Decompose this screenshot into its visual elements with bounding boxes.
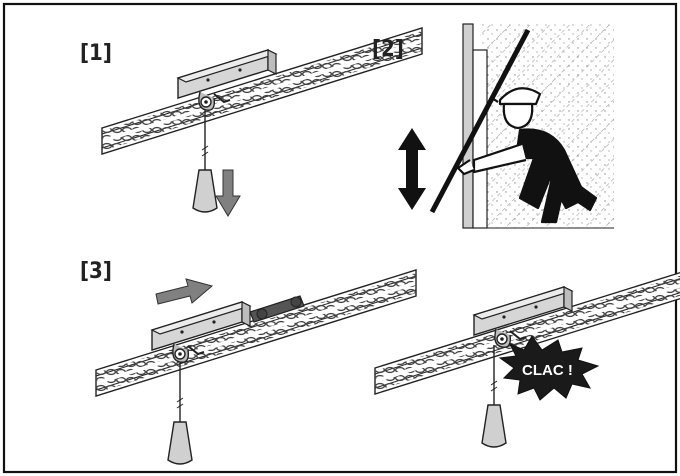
step-label-2: [2] xyxy=(372,37,404,62)
worker-icon xyxy=(429,28,598,224)
double-arrow-icon xyxy=(398,128,426,210)
clac-text: CLAC ! xyxy=(522,362,573,379)
panel-step-3: [3] xyxy=(80,259,417,465)
arrow-right-icon xyxy=(155,278,214,305)
panel-step-2: [2] xyxy=(372,23,614,229)
arrow-down-icon xyxy=(215,169,241,217)
panel-step-1: [1] xyxy=(80,27,423,217)
coupling-3 xyxy=(249,295,305,323)
step-label-3: [3] xyxy=(80,259,112,284)
panel-step-4: CLAC ! xyxy=(374,267,680,448)
burst-icon: CLAC ! xyxy=(498,335,600,401)
door-frame xyxy=(462,23,488,229)
step-label-1: [1] xyxy=(80,41,112,66)
